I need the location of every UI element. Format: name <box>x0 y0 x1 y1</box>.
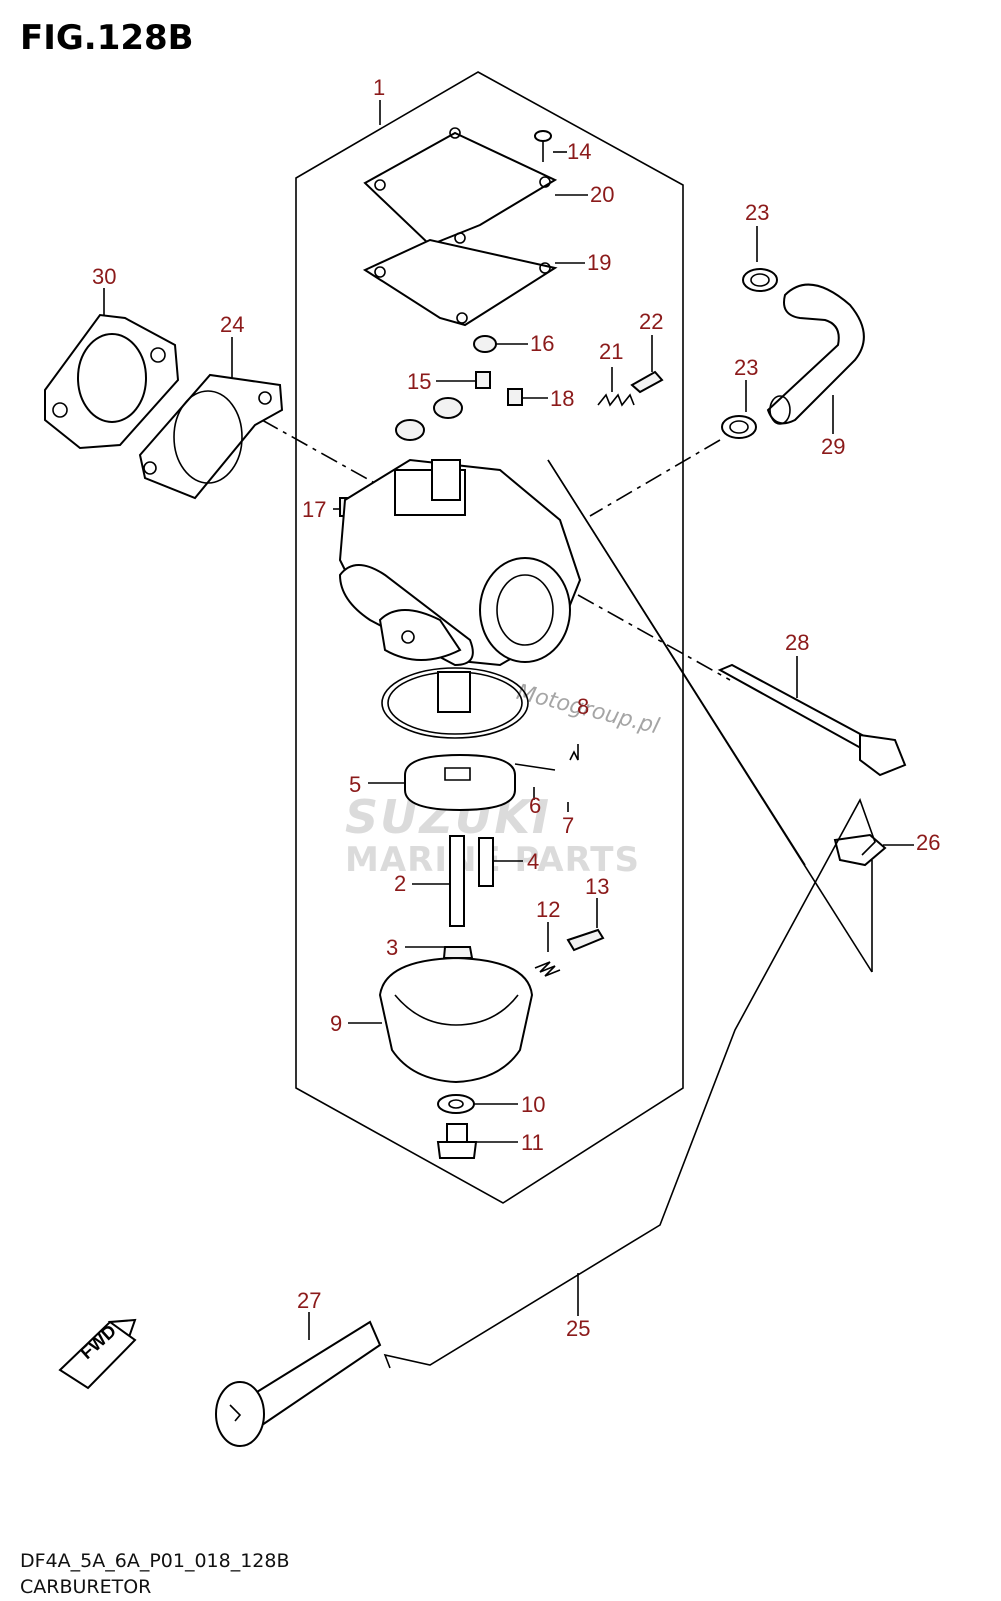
callout-8: 8 <box>577 694 589 719</box>
float-5 <box>404 753 516 812</box>
callout-10: 10 <box>521 1092 545 1117</box>
needle-valve-4 <box>478 837 494 887</box>
callout-22: 22 <box>639 309 663 334</box>
choke-rod-25 <box>383 798 876 1369</box>
fwd-arrow: FWD <box>58 1318 137 1390</box>
callout-19: 19 <box>587 250 611 275</box>
callout-23-bottom: 23 <box>734 355 758 380</box>
carburetor-body <box>338 397 582 667</box>
bolt-28 <box>717 663 907 777</box>
figure-caption: CARBURETOR <box>20 1576 152 1598</box>
callout-29: 29 <box>821 434 845 459</box>
choke-knob-27 <box>215 1320 382 1447</box>
assembly-outline <box>295 71 684 1204</box>
callout-5: 5 <box>349 772 361 797</box>
callout-7: 7 <box>562 813 574 838</box>
spring-15 <box>475 371 491 389</box>
callout-26: 26 <box>916 830 940 855</box>
main-jet-3 <box>442 946 474 959</box>
insulator-30 <box>44 313 180 450</box>
washer-10 <box>437 1094 475 1114</box>
callout-23-top: 23 <box>745 200 769 225</box>
spring-21 <box>597 393 635 407</box>
screw-16 <box>473 335 497 353</box>
callout-27: 27 <box>297 1288 321 1313</box>
screw-13 <box>566 928 605 952</box>
screw-14 <box>534 130 552 162</box>
pin-6 <box>514 763 556 771</box>
centre-lines <box>261 419 731 681</box>
callout-30: 30 <box>92 264 116 289</box>
callout-6: 6 <box>529 793 541 818</box>
callout-2: 2 <box>394 871 406 896</box>
jet-2 <box>449 835 465 927</box>
clip-26 <box>833 833 887 867</box>
hose-clamp-23-top <box>742 268 778 292</box>
spring-12 <box>534 961 561 977</box>
model-code: DF4A_5A_6A_P01_018_128B <box>20 1550 290 1572</box>
clip-7 <box>569 744 579 761</box>
leader-lines <box>379 100 873 973</box>
callout-4: 4 <box>527 849 539 874</box>
callout-14: 14 <box>567 139 591 164</box>
callout-15: 15 <box>407 369 431 394</box>
callout-13: 13 <box>585 874 609 899</box>
spring-18 <box>507 388 523 406</box>
float-chamber-9 <box>378 956 534 1084</box>
callout-28: 28 <box>785 630 809 655</box>
gasket-19 <box>362 238 558 327</box>
callout-20: 20 <box>590 182 614 207</box>
callout-11: 11 <box>521 1130 544 1155</box>
drain-bolt-11 <box>436 1123 478 1159</box>
callout-25: 25 <box>566 1316 590 1341</box>
hose-clamp-23-bottom <box>721 415 757 439</box>
callout-1: 1 <box>373 75 385 100</box>
o-ring-8 <box>381 667 529 739</box>
callout-9: 9 <box>330 1011 342 1036</box>
callout-24: 24 <box>220 312 244 337</box>
fuel-hose-29 <box>766 283 865 425</box>
screw-22 <box>630 370 664 394</box>
callout-18: 18 <box>550 386 574 411</box>
callout-17: 17 <box>302 497 326 522</box>
callout-3: 3 <box>386 935 398 960</box>
gasket-20 <box>363 131 558 247</box>
gasket-24 <box>138 373 284 500</box>
callout-leaders <box>103 151 914 1340</box>
callout-16: 16 <box>530 331 554 356</box>
figure-title: FIG.128B <box>20 18 194 58</box>
callout-21: 21 <box>599 339 623 364</box>
callout-12: 12 <box>536 897 560 922</box>
